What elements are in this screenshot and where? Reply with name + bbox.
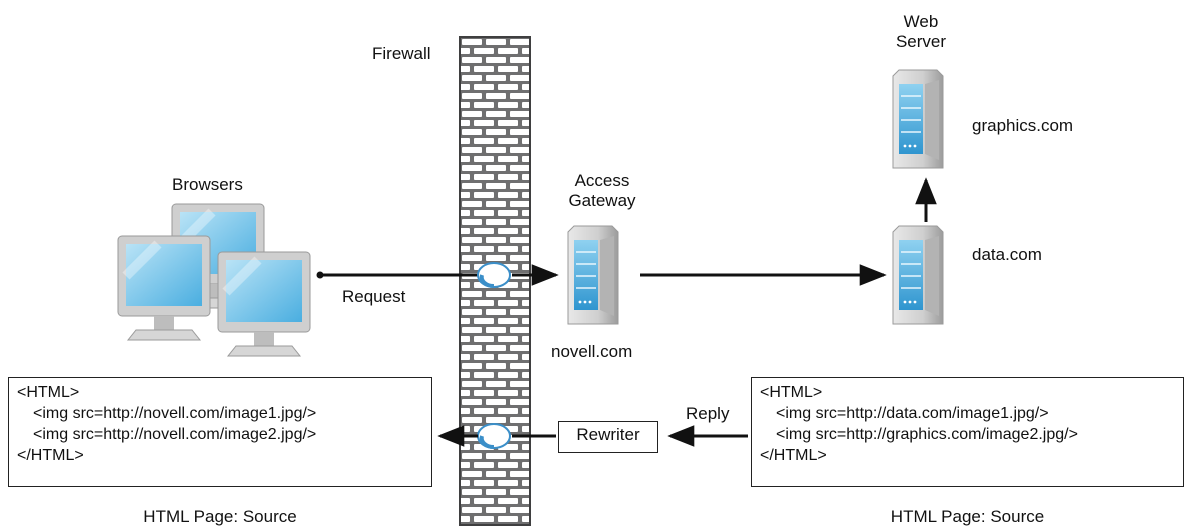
right-html-line: <HTML>: [760, 384, 823, 401]
right-html-box: <HTML> <img src=http://data.com/image1.j…: [751, 377, 1184, 487]
request-label: Request: [342, 287, 406, 306]
access-gateway-line-2: Gateway: [568, 191, 636, 210]
browsers-label: Browsers: [172, 175, 243, 194]
left-html-line: </HTML>: [17, 447, 84, 464]
web-server-line-2: Server: [895, 32, 947, 51]
browsers-icon: [118, 204, 310, 356]
firewall-label: Firewall: [372, 44, 431, 63]
right-html-line: </HTML>: [760, 447, 827, 464]
data-label: data.com: [972, 245, 1042, 264]
reply-label: Reply: [686, 404, 730, 423]
graphics-server-icon: [892, 69, 944, 169]
right-caption: HTML Page: Source: [890, 507, 1045, 526]
left-caption: HTML Page: Source: [143, 507, 297, 526]
rewriter-box: Rewriter: [558, 421, 658, 453]
data-server-icon: [892, 225, 944, 325]
access-gateway-label: Access Gateway: [562, 171, 642, 211]
left-html-line: <HTML>: [17, 384, 80, 401]
right-html-line: <img src=http://data.com/image1.jpg/>: [776, 405, 1049, 422]
access-gateway-server-icon: [567, 225, 619, 325]
graphics-label: graphics.com: [972, 116, 1074, 135]
web-server-line-1: Web: [903, 12, 939, 31]
left-html-line: <img src=http://novell.com/image2.jpg/>: [33, 426, 317, 443]
novell-label: novell.com: [551, 342, 633, 361]
web-server-label: Web Server: [882, 12, 960, 52]
request-arrow: [316, 264, 559, 286]
left-html-line: <img src=http://novell.com/image1.jpg/>: [33, 405, 317, 422]
access-gateway-line-1: Access: [574, 171, 630, 190]
right-html-line: <img src=http://graphics.com/image2.jpg/…: [776, 426, 1078, 443]
firewall-hole-top: [477, 262, 511, 289]
firewall-hole-bottom: [477, 423, 511, 450]
left-html-box: <HTML> <img src=http://novell.com/image1…: [8, 377, 432, 487]
